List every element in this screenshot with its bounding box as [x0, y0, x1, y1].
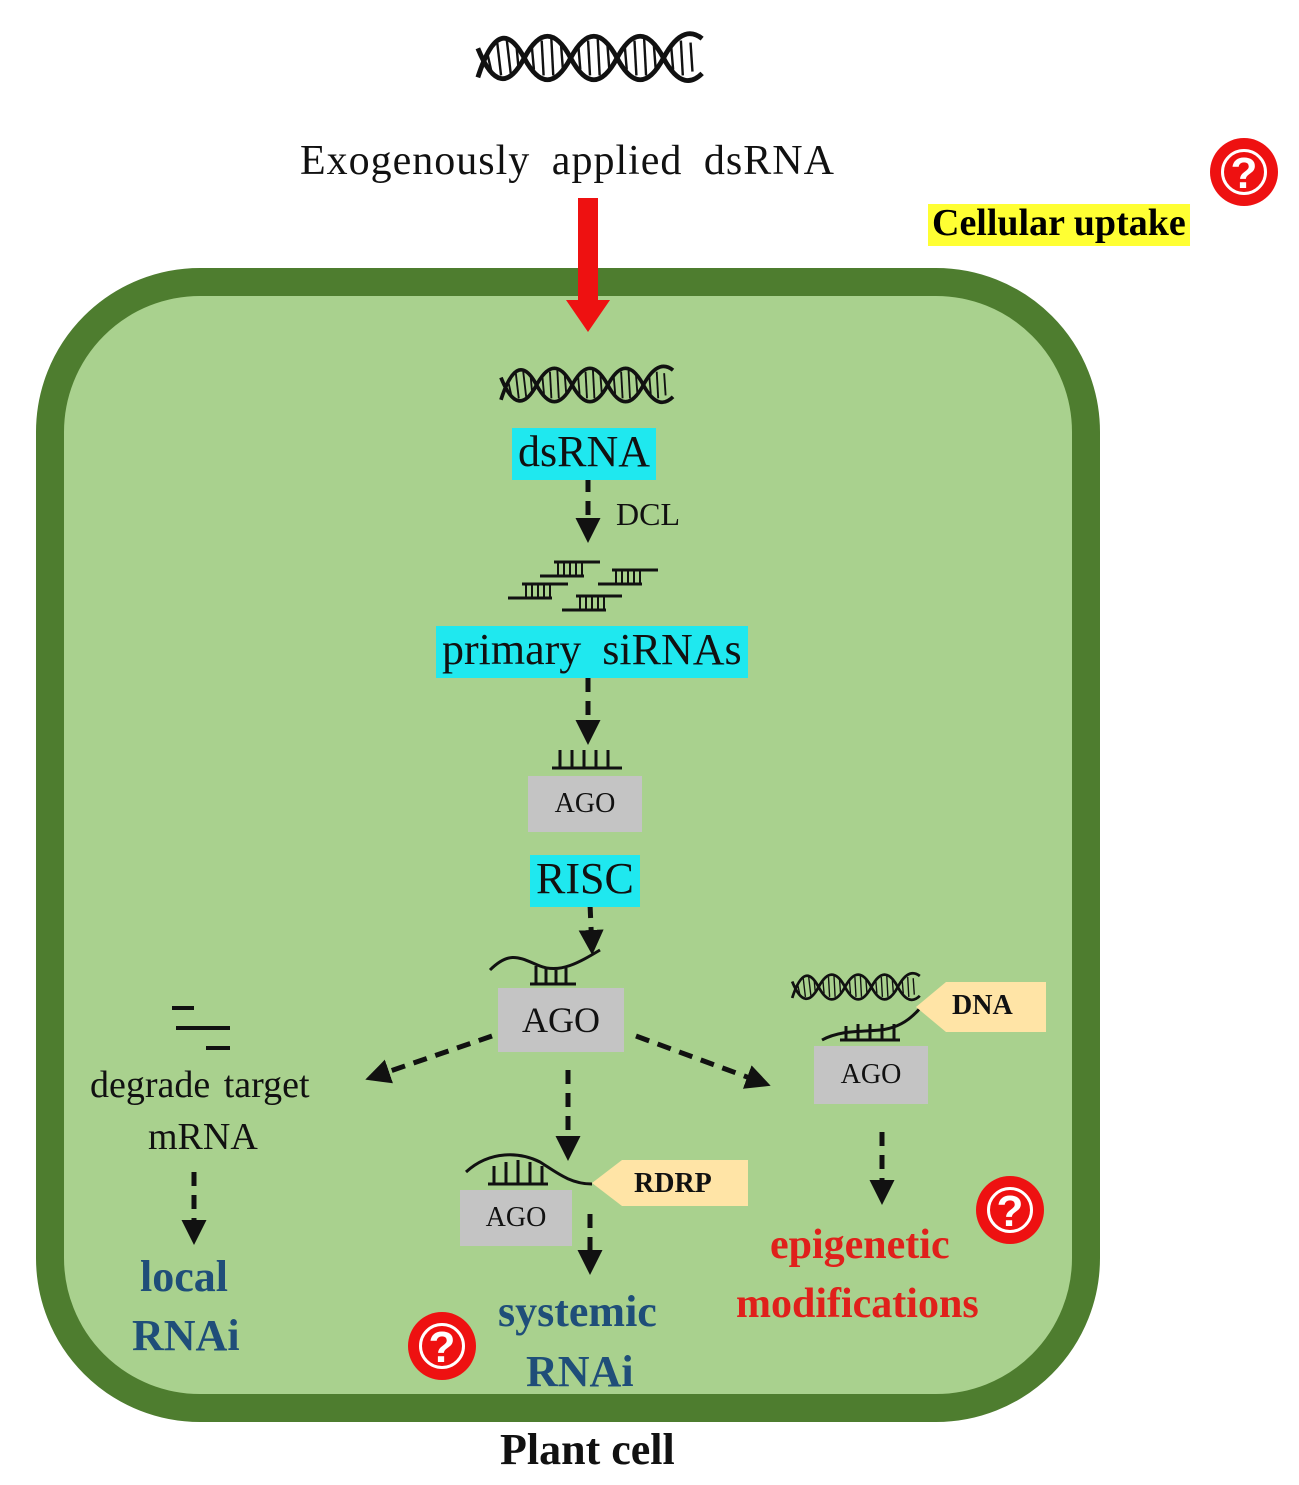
plant-cell-label: Plant cell	[500, 1425, 675, 1474]
systemic-rnai-label: RNAi	[526, 1347, 634, 1396]
epigenetic-label: epigenetic	[770, 1222, 950, 1268]
dsrna-label: dsRNA	[512, 428, 657, 480]
mrna-label: mRNA	[148, 1116, 258, 1158]
primary-sirnas-label: primary siRNAs	[436, 626, 748, 678]
rdrp-bound-rna-icon	[464, 1153, 593, 1186]
rdrp-tag-label: RDRP	[634, 1168, 712, 1199]
ago-box-dna: AGO	[814, 1046, 928, 1104]
target-rna-icon	[488, 948, 601, 986]
plant-cell-wall	[36, 268, 1100, 1422]
cellular-uptake-label: Cellular uptake	[928, 204, 1190, 246]
mrna-fragment-icon	[172, 1006, 230, 1050]
risc-label: RISC	[530, 855, 640, 907]
modifications-label: modifications	[736, 1281, 979, 1327]
question-mark-glyph: ?	[1221, 149, 1267, 196]
dcl-label: DCL	[616, 496, 680, 532]
sirna-strand-icon	[552, 750, 622, 770]
local-rnai-label: RNAi	[132, 1311, 240, 1360]
dna-tag	[916, 982, 1046, 1032]
degrade-target-label: degrade target	[90, 1064, 310, 1106]
systemic-label: systemic	[498, 1287, 657, 1336]
arrow-risc-to-ago	[578, 903, 604, 955]
question-mark-glyph: ?	[419, 1323, 465, 1370]
ago-box-rdrp: AGO	[460, 1190, 572, 1246]
exogenous-dsrna-label: Exogenously applied dsRNA	[300, 138, 835, 184]
arrow-to-dna	[635, 1033, 771, 1089]
question-mark-icon: ?	[976, 1176, 1044, 1244]
dna-tag-label: DNA	[952, 990, 1013, 1021]
ago-box-risc: AGO	[528, 776, 642, 832]
question-mark-glyph: ?	[987, 1187, 1033, 1234]
rdrp-tag	[592, 1160, 748, 1206]
uptake-arrow	[566, 198, 610, 332]
question-mark-icon: ?	[408, 1312, 476, 1380]
local-label: local	[140, 1252, 228, 1301]
question-mark-icon: ?	[1210, 138, 1278, 206]
dna-helix-icon	[478, 34, 702, 81]
dna-bound-rna-icon	[821, 1005, 924, 1042]
ago-box-target: AGO	[498, 988, 624, 1052]
